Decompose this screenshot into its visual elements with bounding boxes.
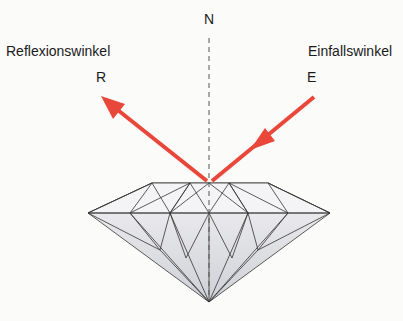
normal-letter: N (204, 12, 214, 26)
ray-letter: E (307, 70, 316, 84)
light-rays (101, 96, 314, 181)
angle-label: Reflexionswinkel (6, 44, 110, 58)
angle-label: Einfallswinkel (308, 44, 392, 58)
ray-letter: R (96, 70, 106, 84)
normal-line (209, 38, 210, 300)
